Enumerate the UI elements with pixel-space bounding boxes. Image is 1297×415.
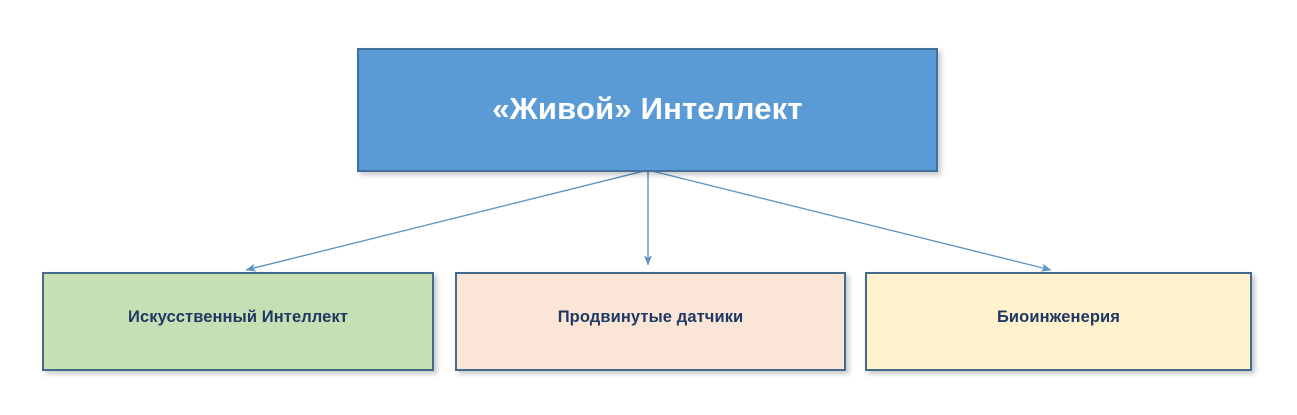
connector-to-ai	[245, 169, 649, 272]
child-node-label: Биоинженерия	[996, 308, 1121, 327]
connector-to-bioengineering	[647, 169, 1052, 272]
child-node-artificial-intelligence[interactable]: Искусственный Интеллект	[42, 272, 434, 371]
child-node-label: Продвинутые датчики	[557, 308, 744, 327]
child-node-advanced-sensors[interactable]: Продвинутые датчики	[455, 272, 846, 371]
child-node-label: Искусственный Интеллект	[128, 308, 348, 327]
root-node-living-intelligence[interactable]: «Живой» Интеллект	[357, 48, 938, 172]
root-node-label: «Живой» Интеллект	[492, 91, 803, 127]
child-node-bioengineering[interactable]: Биоинженерия	[865, 272, 1252, 371]
